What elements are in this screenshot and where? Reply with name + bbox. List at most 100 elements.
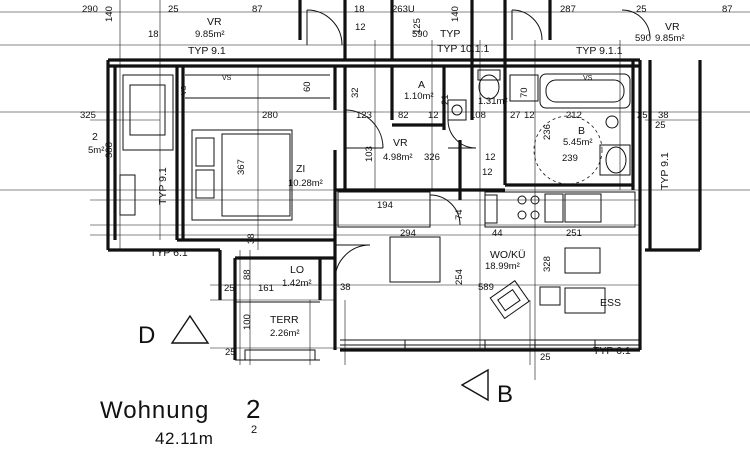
dim: 140 (104, 6, 115, 22)
apartment-area: 42.11m (155, 429, 213, 448)
dim: 194 (377, 200, 393, 211)
dim: 87 (252, 4, 263, 15)
dim: 60 (302, 81, 313, 92)
dim: 32 (350, 87, 361, 98)
windows (244, 339, 596, 361)
dim: 280 (262, 110, 278, 121)
dim: 18 (148, 29, 159, 40)
room-lo-size: 161 (258, 283, 274, 294)
room-b-area: 5.45m² (563, 137, 593, 148)
dim: 12 (482, 167, 493, 178)
dim: 328 (542, 256, 553, 272)
dim: 100 (242, 314, 253, 330)
dim: 27 (510, 110, 521, 121)
dim: 44 (492, 228, 503, 239)
dim: 87 (722, 4, 733, 15)
wall-type-6: TYP 6.1 (593, 345, 631, 357)
triangle-right-icon (170, 314, 210, 344)
dimension-lines (0, 0, 750, 380)
dim: 103 (364, 146, 375, 162)
dim: 88 (242, 269, 253, 280)
ess-label: ESS (600, 297, 621, 309)
doors (306, 9, 651, 281)
wall-type-labels: TYP 9.1 TYP 9.1 TYP 10.1.1 TYP 9.1.1 TYP… (150, 43, 671, 357)
ess-table (539, 247, 606, 314)
dim: 25 (225, 347, 236, 358)
toilet-a (477, 69, 501, 100)
wall-type-4: TYP 9.1.1 (576, 45, 623, 57)
left-room-area: 5m² (88, 145, 104, 156)
room-woku-area: 18.99m² (485, 261, 520, 272)
dimension-numbers: 290 140 25 87 18 263U 140 287 25 87 590 … (80, 4, 733, 363)
dim: 12 (428, 110, 439, 121)
kitchen-counter (337, 191, 636, 228)
wall-type-1: TYP 9.1 (188, 45, 226, 57)
room-vr-code: VR (393, 137, 408, 149)
dim: 38 (658, 110, 669, 121)
dim: 290 (82, 4, 98, 15)
dim: 12 (485, 152, 496, 163)
wall-type-2: TYP 9.1 (157, 167, 169, 205)
dim: 25 (655, 120, 666, 131)
room-lo-code: LO (290, 264, 304, 276)
apartment-title: Wohnung 2 42.11m 2 (100, 394, 260, 448)
room-terr-code: TERR (270, 314, 299, 326)
dim: 325 (80, 110, 96, 121)
typ-top: TYP (440, 28, 460, 40)
dim: 25 (168, 4, 179, 15)
neighbor-vr-left: VR (207, 16, 222, 28)
left-room-num: 2 (92, 131, 98, 143)
neighbor-vr-left-area: 9.85m² (195, 29, 225, 40)
room-labels: ZI 10.28m² 367 VR 4.98m² 326 A 1.10m² 1.… (88, 16, 685, 339)
section-letter-d: D (138, 322, 155, 349)
washbasin-a (447, 99, 467, 121)
dim: 38 (340, 282, 351, 293)
dim: 25 (637, 110, 648, 121)
room-vr-area: 4.98m² (383, 152, 413, 163)
vs-label-2: VS (583, 75, 593, 82)
dim: 38 (246, 233, 257, 244)
neighbor-vr-right: VR (665, 21, 680, 33)
dim: 140 (450, 6, 461, 22)
room-terr-area: 2.26m² (270, 328, 300, 339)
wall-type-7: TYP 9.1 (659, 152, 671, 190)
room-b-size: 239 (562, 153, 578, 164)
dim: 212 (566, 110, 582, 121)
dim: 263U (392, 4, 415, 15)
dim: 25 (636, 4, 647, 15)
room-wc-area: 1.31m² (478, 96, 508, 107)
wall-type-5: TYP 6.1 (150, 247, 188, 259)
bath-fixtures (509, 74, 631, 185)
triangle-left-icon (460, 368, 489, 402)
dim: 236 (542, 124, 553, 140)
dim: 12 (355, 22, 366, 33)
room-a-code: A (418, 79, 425, 91)
apartment-name: Wohnung (100, 397, 209, 424)
wall-type-3: TYP 10.1.1 (437, 43, 490, 55)
dim: 294 (400, 228, 416, 239)
section-mark-b: B (460, 368, 513, 408)
room-woku-code: WO/KÜ (490, 249, 526, 261)
neighbor-vr-right-area: 9.85m² (655, 33, 685, 44)
left-bed (119, 74, 174, 216)
room-zi-area: 10.28m² (288, 178, 323, 189)
dim: 125 (412, 18, 423, 34)
dim: 70 (519, 87, 530, 98)
room-vr-size: 326 (424, 152, 440, 163)
vs-label-1: VS (222, 75, 232, 82)
room-lo-area: 1.42m² (282, 278, 312, 289)
dining-table (389, 236, 441, 283)
dim: 108 (470, 110, 486, 121)
dim: 589 (478, 282, 494, 293)
dim: 12 (524, 110, 535, 121)
dim: 388 (104, 142, 115, 158)
dim: 18 (354, 4, 365, 15)
dim: 251 (566, 228, 582, 239)
section-mark-d: D (138, 314, 210, 349)
dim: 25 (540, 352, 551, 363)
vs-label-3: VS (181, 85, 188, 95)
dim: 82 (398, 110, 409, 121)
apartment-area-exponent: 2 (251, 424, 257, 436)
dim: 25 (224, 283, 235, 294)
